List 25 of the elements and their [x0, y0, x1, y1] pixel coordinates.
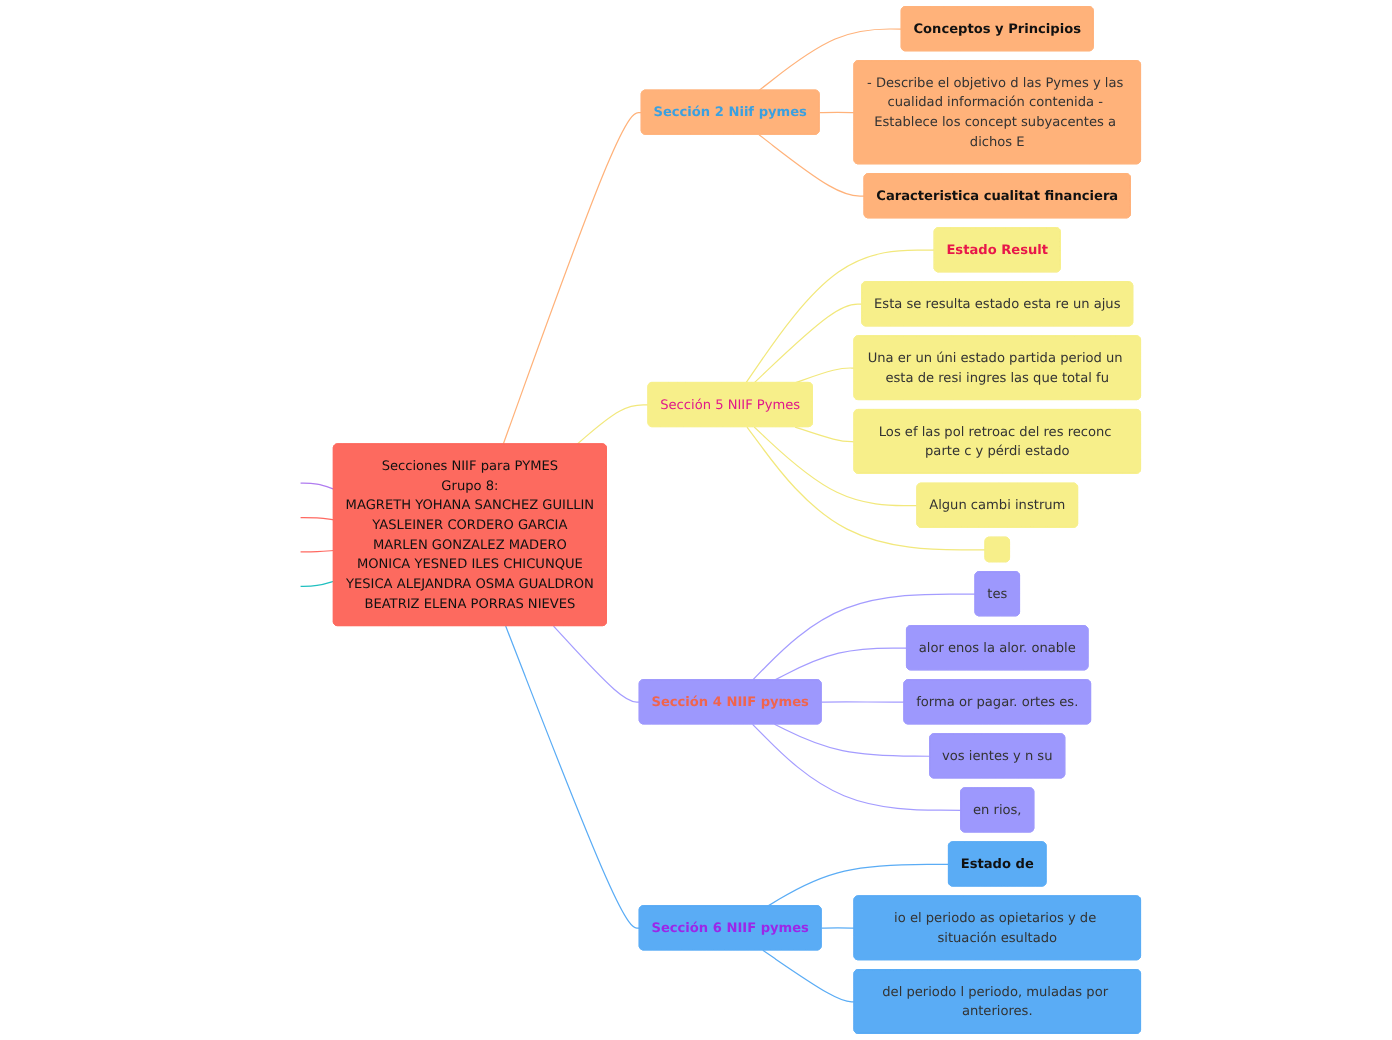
connector-line — [753, 303, 863, 384]
connector-line — [794, 367, 855, 384]
connector-line — [751, 593, 976, 681]
connector-line — [758, 134, 866, 197]
connector-line — [773, 647, 908, 681]
connector-line — [773, 723, 931, 757]
connector-line — [767, 863, 950, 907]
connector-line — [818, 111, 855, 114]
connector-line — [502, 111, 643, 445]
connector-line — [505, 625, 641, 929]
connector-line — [762, 949, 855, 1003]
connector-line — [746, 426, 986, 551]
connector-line — [753, 426, 918, 507]
connector-line — [751, 723, 962, 811]
connector-line — [552, 625, 641, 703]
connector-line — [299, 482, 335, 490]
connector-line — [576, 404, 649, 445]
connector-line — [299, 580, 335, 587]
connector-line — [794, 426, 855, 443]
connector-line — [745, 249, 936, 384]
connector-line — [821, 701, 905, 703]
connector-line — [299, 516, 335, 521]
connector-line — [758, 28, 903, 92]
connector-line — [821, 927, 855, 929]
connector-line — [299, 549, 335, 553]
